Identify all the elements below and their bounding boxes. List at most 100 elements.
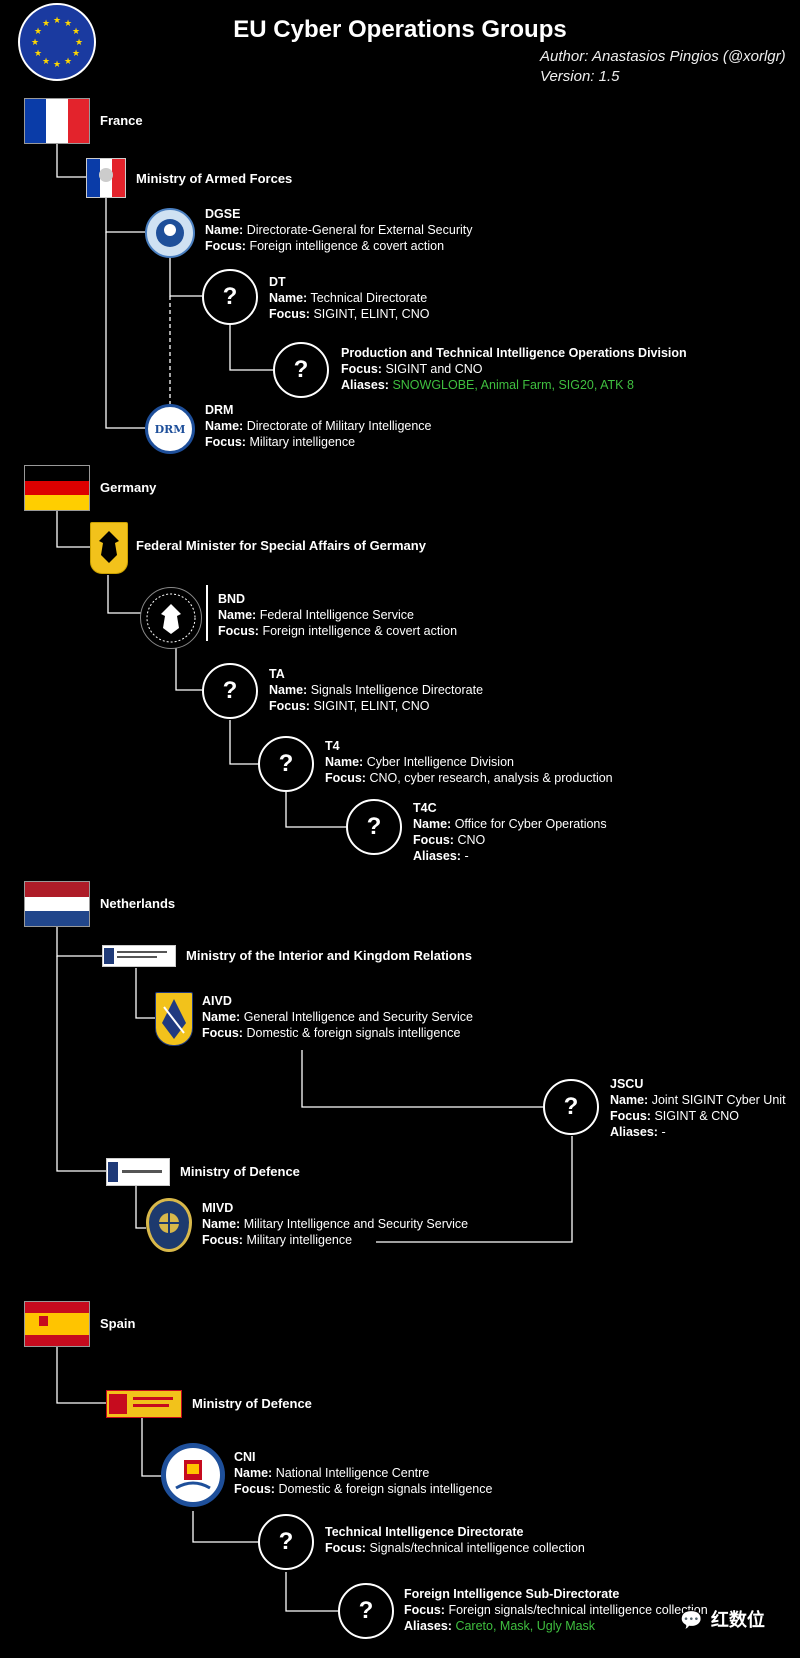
name-label: Name: bbox=[325, 755, 364, 769]
line-bnd-ta bbox=[175, 640, 202, 691]
nl-interior-ministry-logo-icon bbox=[102, 945, 176, 967]
svg-text:★: ★ bbox=[64, 57, 72, 67]
line-defence-mivd bbox=[135, 1186, 146, 1229]
germany-flag-icon bbox=[24, 465, 90, 511]
name-label: Name: bbox=[202, 1010, 241, 1024]
aivd-title: AIVD bbox=[202, 994, 232, 1008]
node-fisd: Foreign Intelligence Sub-Directorate Foc… bbox=[404, 1586, 708, 1634]
netherlands-flag-icon bbox=[24, 881, 90, 927]
aivd-focus: Domestic & foreign signals intelligence bbox=[246, 1026, 461, 1040]
focus-label: Focus: bbox=[202, 1026, 243, 1040]
fisd-focus: Foreign signals/technical intelligence c… bbox=[448, 1603, 708, 1617]
cni-title: CNI bbox=[234, 1450, 256, 1464]
tid-focus: Signals/technical intelligence collectio… bbox=[369, 1541, 585, 1555]
author-text: Author: Anastasios Pingios (@xorlgr) bbox=[540, 48, 786, 65]
eu-flag-icon: ★★★ ★★★ ★★★ ★★★ bbox=[18, 3, 96, 81]
line-aivd-jscu bbox=[301, 1050, 543, 1108]
name-label: Name: bbox=[205, 419, 244, 433]
node-dt: DT Name: Technical Directorate Focus: SI… bbox=[269, 274, 429, 322]
line-ministry-cni bbox=[141, 1418, 163, 1477]
bnd-focus: Foreign intelligence & covert action bbox=[262, 624, 458, 638]
line-mivd-jscu bbox=[376, 1136, 573, 1243]
focus-label: Focus: bbox=[269, 307, 310, 321]
node-ptio: Production and Technical Intelligence Op… bbox=[341, 345, 687, 393]
jscu-focus: SIGINT & CNO bbox=[654, 1109, 739, 1123]
focus-label: Focus: bbox=[234, 1482, 275, 1496]
ministry-special-affairs: Federal Minister for Special Affairs of … bbox=[136, 538, 426, 553]
unknown-logo-icon: ? bbox=[338, 1583, 394, 1639]
focus-label: Focus: bbox=[404, 1603, 445, 1617]
ptio-title: Production and Technical Intelligence Op… bbox=[341, 346, 687, 360]
line-interior-aivd bbox=[135, 968, 155, 1019]
country-spain: Spain bbox=[100, 1316, 136, 1331]
unknown-logo-icon: ? bbox=[273, 342, 329, 398]
mivd-name: Military Intelligence and Security Servi… bbox=[243, 1217, 469, 1231]
cni-focus: Domestic & foreign signals intelligence bbox=[278, 1482, 493, 1496]
ministry-interior: Ministry of the Interior and Kingdom Rel… bbox=[186, 948, 473, 963]
node-ta: TA Name: Signals Intelligence Directorat… bbox=[269, 666, 483, 714]
unknown-logo-icon: ? bbox=[202, 269, 258, 325]
line-ministry-bnd bbox=[107, 575, 148, 614]
svg-text:★: ★ bbox=[75, 38, 83, 48]
svg-text:★: ★ bbox=[42, 19, 50, 29]
svg-text:★: ★ bbox=[31, 38, 39, 48]
node-aivd: AIVD Name: General Intelligence and Secu… bbox=[202, 993, 473, 1041]
eu-stars-icon: ★★★ ★★★ ★★★ ★★★ bbox=[31, 16, 83, 70]
svg-text:★: ★ bbox=[72, 27, 80, 37]
ptio-focus: SIGINT and CNO bbox=[385, 362, 483, 376]
cni-name: National Intelligence Centre bbox=[275, 1466, 430, 1480]
dgse-focus: Foreign intelligence & covert action bbox=[249, 239, 445, 253]
focus-label: Focus: bbox=[205, 239, 246, 253]
drm-focus: Military intelligence bbox=[249, 435, 356, 449]
node-cni: CNI Name: National Intelligence Centre F… bbox=[234, 1449, 492, 1497]
jscu-name: Joint SIGINT Cyber Unit bbox=[651, 1093, 786, 1107]
line-cni-tid bbox=[192, 1511, 258, 1543]
name-label: Name: bbox=[269, 291, 308, 305]
unknown-logo-icon: ? bbox=[202, 663, 258, 719]
t4-name: Cyber Intelligence Division bbox=[366, 755, 514, 769]
ta-name: Signals Intelligence Directorate bbox=[310, 683, 484, 697]
t4c-focus: CNO bbox=[457, 833, 486, 847]
line-germany-ministry bbox=[56, 511, 90, 548]
ministry-defence-nl: Ministry of Defence bbox=[180, 1164, 300, 1179]
line-nl-defence bbox=[56, 956, 106, 1172]
name-label: Name: bbox=[205, 223, 244, 237]
name-label: Name: bbox=[202, 1217, 241, 1231]
bnd-divider bbox=[206, 585, 208, 641]
aliases-label: Aliases: bbox=[413, 849, 461, 863]
focus-label: Focus: bbox=[341, 362, 382, 376]
jscu-title: JSCU bbox=[610, 1077, 644, 1091]
drm-logo-icon: DRM bbox=[145, 404, 195, 454]
line-dgse-dt bbox=[169, 258, 202, 297]
line-france-ministry bbox=[56, 144, 86, 178]
unknown-logo-icon: ? bbox=[543, 1079, 599, 1135]
watermark: 💬 红数位 bbox=[680, 1606, 765, 1632]
focus-label: Focus: bbox=[325, 1541, 366, 1555]
spain-flag-icon bbox=[24, 1301, 90, 1347]
tid-title: Technical Intelligence Directorate bbox=[325, 1525, 524, 1539]
node-bnd: BND Name: Federal Intelligence Service F… bbox=[218, 591, 457, 639]
drm-name: Directorate of Military Intelligence bbox=[246, 419, 432, 433]
node-jscu: JSCU Name: Joint SIGINT Cyber Unit Focus… bbox=[610, 1076, 786, 1140]
focus-label: Focus: bbox=[205, 435, 246, 449]
drm-title: DRM bbox=[205, 403, 234, 417]
focus-label: Focus: bbox=[202, 1233, 243, 1247]
dgse-title: DGSE bbox=[205, 207, 241, 221]
name-label: Name: bbox=[218, 608, 257, 622]
focus-label: Focus: bbox=[269, 699, 310, 713]
node-drm: DRM Name: Directorate of Military Intell… bbox=[205, 402, 432, 450]
line-dt-ptio bbox=[229, 325, 273, 371]
bnd-logo-icon bbox=[140, 587, 202, 649]
dt-title: DT bbox=[269, 275, 286, 289]
line-nl-interior bbox=[56, 927, 102, 957]
node-mivd: MIVD Name: Military Intelligence and Sec… bbox=[202, 1200, 468, 1248]
mivd-focus: Military intelligence bbox=[246, 1233, 353, 1247]
aivd-name: General Intelligence and Security Servic… bbox=[243, 1010, 473, 1024]
node-dgse: DGSE Name: Directorate-General for Exter… bbox=[205, 206, 472, 254]
page-title: EU Cyber Operations Groups bbox=[233, 16, 567, 43]
bnd-title: BND bbox=[218, 592, 246, 606]
name-label: Name: bbox=[269, 683, 308, 697]
t4c-aliases: - bbox=[464, 849, 469, 863]
mivd-logo-icon bbox=[146, 1198, 192, 1252]
